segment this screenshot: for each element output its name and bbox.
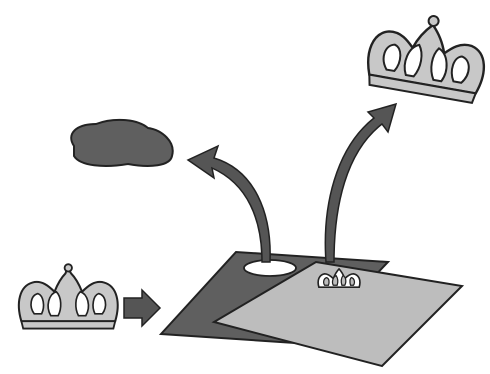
result-crown-icon bbox=[364, 6, 490, 104]
blob-shape-icon bbox=[71, 120, 172, 166]
source-crown-icon bbox=[19, 264, 118, 328]
curved-arrow-to-crown bbox=[325, 104, 396, 262]
right-arrow-icon bbox=[124, 290, 160, 326]
curved-arrow-to-blob bbox=[188, 146, 270, 262]
